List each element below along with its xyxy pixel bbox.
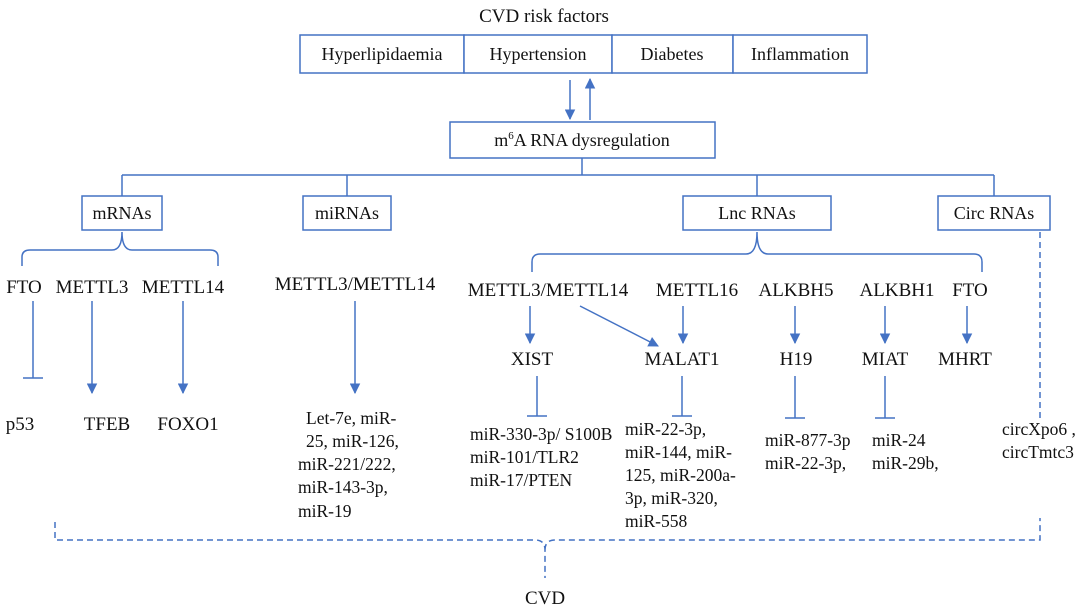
risk-factor-hyperlipidaemia: Hyperlipidaemia [322, 44, 443, 64]
category-lncrnas: Lnc RNAs [718, 203, 796, 223]
lncrna-mhrt: MHRT [938, 349, 992, 370]
dysregulation-label: m6A RNA dysregulation [494, 130, 670, 150]
malat1-target-line: 3p, miR-320, [625, 488, 718, 508]
mirna-target-line: miR-221/222, [298, 454, 396, 474]
malat1-target-line: miR-144, miR- [625, 442, 732, 462]
lnc-enzyme-alkbh1: ALKBH1 [860, 280, 935, 301]
lncrna-h19: H19 [780, 349, 813, 370]
category-box-circrnas [937, 195, 1051, 231]
xist-target-line: miR-330-3p/ S100B [470, 424, 612, 444]
risk-factor-box-diabetes [611, 34, 734, 74]
cvd-dashed-brace [54, 518, 1041, 578]
mrna-enzyme-mettl3: METTL3 [56, 277, 129, 298]
risk-factor-box-hyperlipidaemia [299, 34, 465, 74]
circ-target-line: circXpo6 , [1002, 419, 1076, 439]
circ-target-list: circXpo6 , circTmtc3 [1002, 419, 1076, 462]
lncrna-bracket [531, 231, 983, 272]
xist-target-line: miR-101/TLR2 [470, 447, 579, 467]
miat-target-line: miR-29b, [872, 453, 939, 473]
malat1-target-line: 125, miR-200a- [625, 465, 736, 485]
risk-factor-hypertension: Hypertension [490, 44, 587, 64]
risk-factor-inflammation: Inflammation [751, 44, 849, 64]
mrna-target-tfeb: TFEB [84, 414, 130, 435]
mrna-target-p53: p53 [6, 414, 35, 435]
h19-target-line: miR-22-3p, [765, 453, 846, 473]
category-group: mRNAs miRNAs Lnc RNAs Circ RNAs [81, 195, 1051, 231]
category-mirnas: miRNAs [315, 203, 379, 223]
miat-target-line: miR-24 [872, 430, 926, 450]
risk-factor-box-inflammation [732, 34, 868, 74]
circ-target-line: circTmtc3 [1002, 442, 1074, 462]
mirna-target-line: 25, miR-126, [306, 431, 399, 451]
miat-target-list: miR-24 miR-29b, [872, 430, 939, 473]
h19-target-line: miR-877-3p [765, 430, 851, 450]
h19-target-list: miR-877-3p miR-22-3p, [765, 430, 851, 473]
category-box-mrnas [81, 195, 163, 231]
category-bracket [121, 158, 995, 196]
dysregulation-box [449, 121, 716, 159]
arrow-mettl3-mettl14-malat1 [579, 305, 659, 347]
xist-target-line: miR-17/PTEN [470, 470, 572, 490]
risk-factor-box-hypertension [463, 34, 613, 74]
category-circrnas: Circ RNAs [954, 203, 1035, 223]
lnc-enzyme-fto: FTO [952, 280, 988, 301]
category-mrnas: mRNAs [92, 203, 151, 223]
lnc-enzyme-mettl3-mettl14: METTL3/METTL14 [468, 280, 629, 301]
diagram-title: CVD risk factors [479, 6, 609, 27]
mrna-enzyme-mettl14: METTL14 [142, 277, 225, 298]
lncrna-miat: MIAT [862, 349, 909, 370]
mrna-enzyme-fto: FTO [6, 277, 42, 298]
category-box-lncrnas [682, 195, 832, 231]
mrna-bracket [21, 231, 219, 266]
mrna-target-foxo1: FOXO1 [157, 414, 218, 435]
mirna-target-line: miR-143-3p, [298, 477, 388, 497]
mirna-target-list: Let-7e, miR- 25, miR-126, miR-221/222, m… [298, 408, 399, 521]
malat1-target-list: miR-22-3p, miR-144, miR- 125, miR-200a- … [625, 419, 736, 531]
xist-target-list: miR-330-3p/ S100B miR-101/TLR2 miR-17/PT… [470, 424, 612, 490]
malat1-target-line: miR-558 [625, 511, 687, 531]
lnc-enzyme-alkbh5: ALKBH5 [759, 280, 834, 301]
malat1-target-line: miR-22-3p, [625, 419, 706, 439]
risk-factor-diabetes: Diabetes [641, 44, 704, 64]
lncrna-malat1: MALAT1 [645, 349, 720, 370]
mirna-target-line: Let-7e, miR- [306, 408, 397, 428]
mirna-enzyme-mettl3-mettl14: METTL3/METTL14 [275, 274, 436, 295]
category-box-mirnas [302, 195, 392, 231]
outcome-cvd: CVD [525, 588, 565, 609]
lnc-enzyme-mettl16: METTL16 [656, 280, 738, 301]
risk-factor-group: Hyperlipidaemia Hypertension Diabetes In… [299, 34, 868, 74]
mirna-target-line: miR-19 [298, 501, 352, 521]
lncrna-xist: XIST [511, 349, 554, 370]
